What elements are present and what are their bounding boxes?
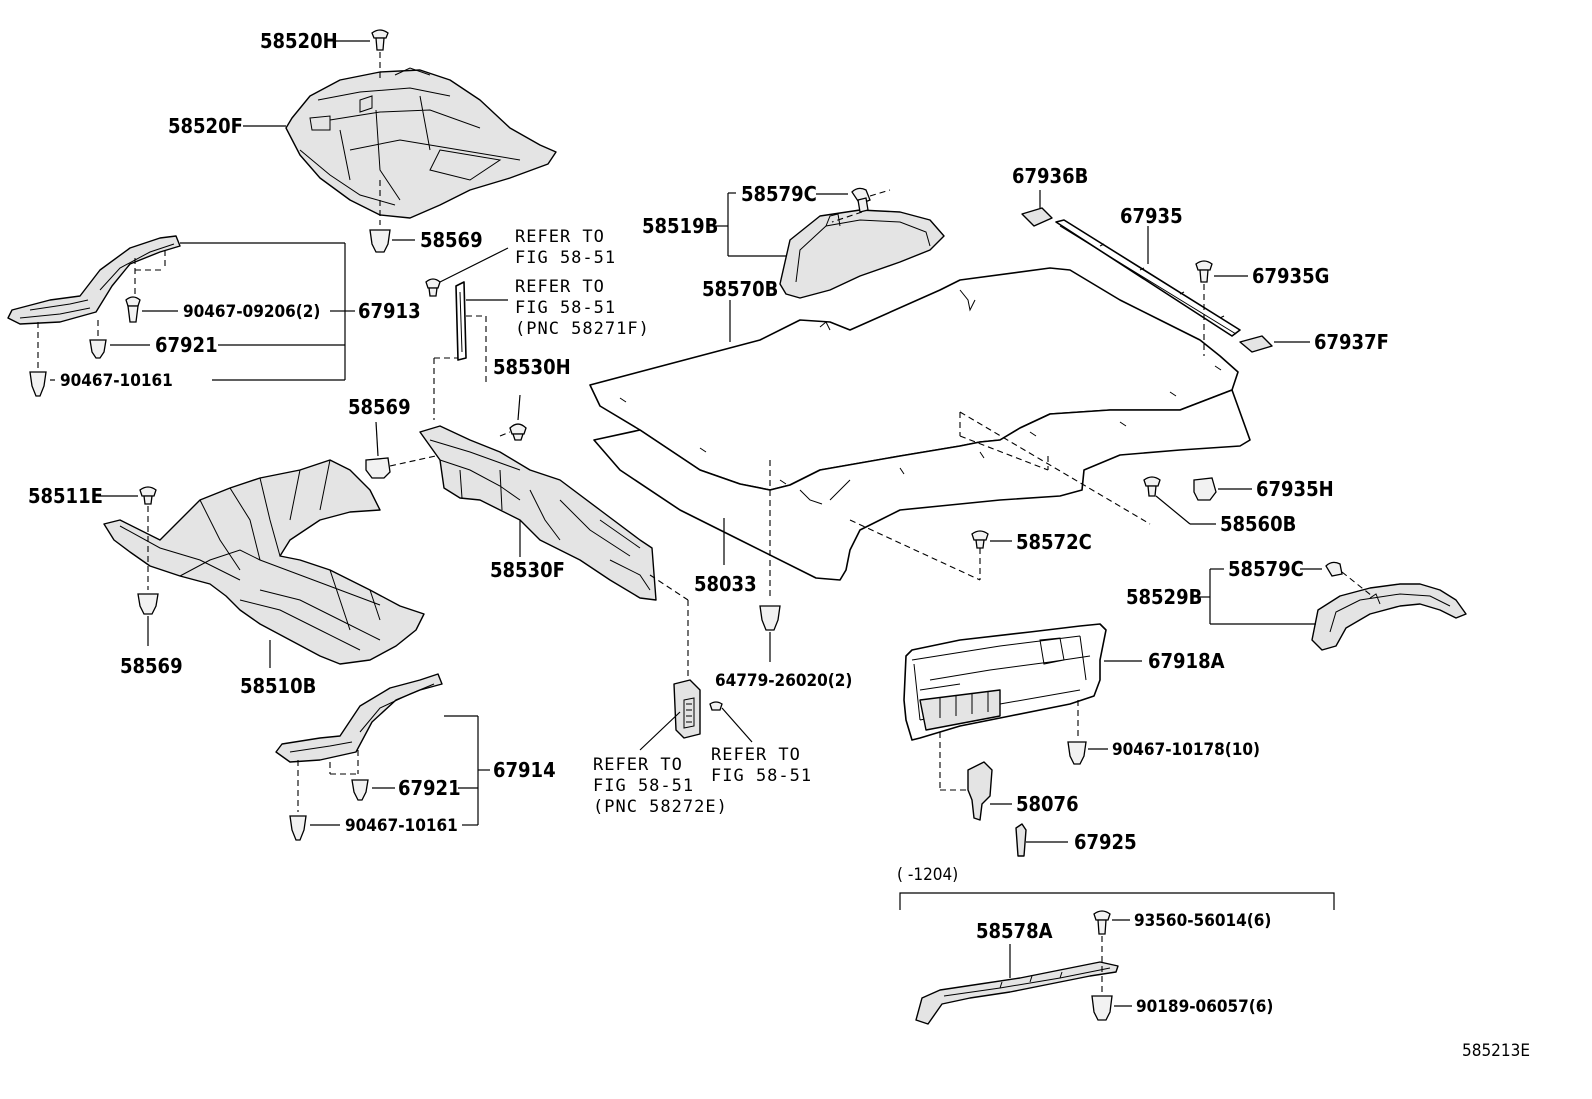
label-67921-top: 67921 [155,333,218,357]
label-67937F: 67937F [1314,330,1389,354]
ref1-line1: REFER TO [515,227,605,247]
label-58569-bot: 58569 [120,654,183,678]
clip-67935H [1193,477,1217,501]
clip-58511E [139,486,157,505]
label-93560-56014: 93560-56014(6) [1134,911,1271,931]
label-58033: 58033 [694,572,757,596]
rail-58578A [915,961,1119,1025]
label-90467-10178: 90467-10178(10) [1112,740,1260,760]
label-67935G: 67935G [1252,264,1329,288]
clip-90467-10178 [1067,741,1087,765]
floor-mat-58033 [593,389,1251,581]
label-67925: 67925 [1074,830,1137,854]
label-58519B: 58519B [642,214,718,238]
clip-58560B [1143,476,1161,497]
label-58510B: 58510B [240,674,316,698]
clip-64779-26020 [759,605,781,631]
clip-58579C-bot [1325,561,1343,577]
label-58572C: 58572C [1016,530,1092,554]
label-90467-10161-bot: 90467-10161 [345,816,458,836]
label-58511E: 58511E [28,484,103,508]
label-58076: 58076 [1016,792,1079,816]
clip-67935G [1195,260,1213,283]
cover-58519B [779,209,945,299]
clip-58579C-top [851,187,871,213]
ref3-line1: REFER TO [593,755,683,775]
label-58579C-bot: 58579C [1228,557,1304,581]
figure-id: 585213E [1462,1041,1530,1061]
clip-90467-10161-bot [289,815,307,841]
clip-90467-09206 [125,296,141,323]
clip-67925 [1015,823,1027,857]
label-58569-top: 58569 [420,228,483,252]
ref3-line2: FIG 58-51 [593,776,694,796]
clip-ref4 [709,701,723,711]
ref4-line1: REFER TO [711,745,801,765]
label-67936B: 67936B [1012,164,1088,188]
clip-58530H [509,423,527,441]
label-58520H: 58520H [260,29,338,53]
box-67918A [903,623,1107,741]
label-58530H: 58530H [493,355,571,379]
label-67921-bot: 67921 [398,776,461,800]
duct-58530F [419,425,657,601]
label-67913: 67913 [358,299,421,323]
label-58520F: 58520F [168,114,243,138]
label-58529B: 58529B [1126,585,1202,609]
label-58579C-top: 58579C [741,182,817,206]
console-tray-58520F [285,67,557,219]
clip-58569-bot [137,593,159,615]
floor-carpet-58510B [103,459,425,665]
label-67918A: 67918A [1148,649,1225,673]
label-58530F: 58530F [490,558,565,582]
date-range: ( -1204) [897,865,958,885]
label-58578A: 58578A [976,919,1053,943]
ref3-line3: (PNC 58272E) [593,797,728,817]
ref2-line3: (PNC 58271F) [515,319,650,339]
bracket-ref2 [455,281,467,361]
clip-67937F [1239,335,1273,353]
clip-ref1 [425,278,441,297]
ref2-line1: REFER TO [515,277,605,297]
rail-67935 [1055,219,1241,337]
ref2-line2: FIG 58-51 [515,298,616,318]
label-67914: 67914 [493,758,556,782]
label-67935: 67935 [1120,204,1183,228]
label-90467-10161-top: 90467-10161 [60,371,173,391]
bracket-ref3 [673,679,701,739]
scuff-plate-67914 [275,673,443,763]
clip-67921-top [89,339,107,359]
label-58560B: 58560B [1220,512,1296,536]
bracket-58076 [967,761,993,821]
cover-58529B [1311,583,1467,651]
clip-58569-mid [365,457,391,479]
label-90189-06057: 90189-06057(6) [1136,997,1273,1017]
label-90467-09206: 90467-09206(2) [183,302,320,322]
ref1-line2: FIG 58-51 [515,248,616,268]
ref4-line2: FIG 58-51 [711,766,812,786]
clip-58572C [971,530,989,549]
clip-67936B [1021,207,1053,227]
clip-93560-56014 [1093,910,1111,935]
clip-90189-06057 [1091,995,1113,1021]
clip-67921-bot [351,779,369,801]
clip-90467-10161-top [29,371,47,397]
label-58569-mid: 58569 [348,395,411,419]
label-67935H: 67935H [1256,477,1334,501]
clip-58569-top [369,229,391,253]
label-64779-26020: 64779-26020(2) [715,671,852,691]
label-58570B: 58570B [702,277,778,301]
clip-58520H [371,29,389,51]
